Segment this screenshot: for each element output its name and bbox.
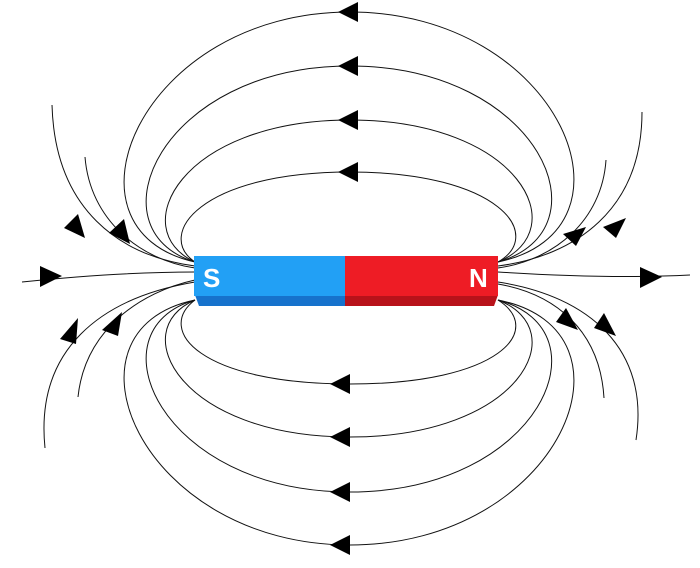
field-line — [123, 299, 575, 546]
field-line — [145, 299, 553, 493]
arrow-icon — [40, 266, 62, 287]
field-line — [164, 299, 533, 438]
field-line — [497, 111, 643, 267]
arrow-icon — [330, 374, 350, 394]
magnet-south-bottom-face — [195, 295, 345, 306]
field-line — [164, 119, 533, 263]
field-line — [43, 281, 196, 449]
magnet-south-pole — [194, 256, 346, 296]
field-line — [145, 65, 552, 263]
arrow-icon — [330, 535, 350, 555]
field-line — [123, 11, 575, 263]
magnet-north-bottom-face — [345, 295, 498, 306]
arrow-icon — [556, 308, 578, 330]
arrow-icon — [109, 219, 130, 244]
arrow-icon — [60, 318, 78, 344]
field-line — [180, 171, 517, 263]
field-line — [497, 283, 605, 399]
arrow-icon — [338, 162, 358, 182]
arrow-icon — [594, 313, 616, 336]
direction-arrows — [40, 2, 662, 555]
arrow-icon — [338, 110, 358, 130]
field-line — [51, 104, 196, 267]
bar-magnet: S N — [194, 256, 498, 306]
arrow-icon — [603, 218, 626, 238]
field-line — [180, 299, 517, 385]
field-line — [497, 281, 639, 441]
arrow-icon — [563, 227, 586, 246]
arrow-icon — [102, 312, 122, 336]
north-pole-label: N — [469, 263, 488, 293]
arrow-icon — [64, 214, 85, 238]
arrow-icon — [330, 482, 350, 502]
arrow-icon — [338, 56, 358, 76]
south-pole-label: S — [203, 263, 220, 293]
field-line — [497, 271, 691, 277]
arrow-icon — [338, 2, 358, 22]
arrow-icon — [330, 427, 350, 447]
magnet-north-pole — [345, 256, 498, 296]
arrow-icon — [640, 267, 662, 288]
